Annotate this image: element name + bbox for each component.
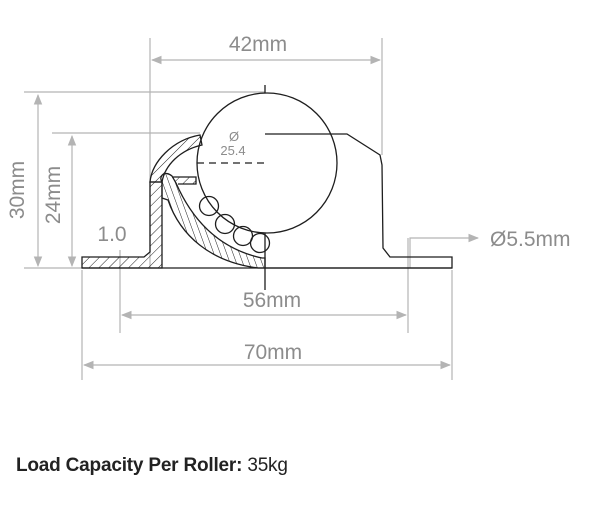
outer-shell xyxy=(149,134,203,183)
hole-diameter-label: Ø5.5mm xyxy=(490,228,571,251)
ball-diameter-symbol: Ø xyxy=(229,129,239,144)
dim-42mm-label: 42mm xyxy=(229,33,287,56)
dim-70mm-label: 70mm xyxy=(244,341,302,364)
dim-56mm-label: 56mm xyxy=(243,289,301,312)
load-capacity-label: Load Capacity Per Roller: xyxy=(16,455,243,476)
dim-30mm-label: 30mm xyxy=(6,161,29,219)
ball-diameter-label: 25.4 xyxy=(220,143,245,158)
load-capacity-caption: Load Capacity Per Roller: 35kg xyxy=(16,455,288,477)
dim-24mm-label: 24mm xyxy=(42,166,65,224)
dimension-lines xyxy=(24,38,480,380)
inner-cup xyxy=(160,172,266,269)
sheet-thickness-label: 1.0 xyxy=(97,223,126,246)
load-capacity-value: 35kg xyxy=(247,455,288,476)
part-outline xyxy=(81,85,453,290)
hole-leader-line xyxy=(409,233,480,268)
ball xyxy=(196,92,338,234)
